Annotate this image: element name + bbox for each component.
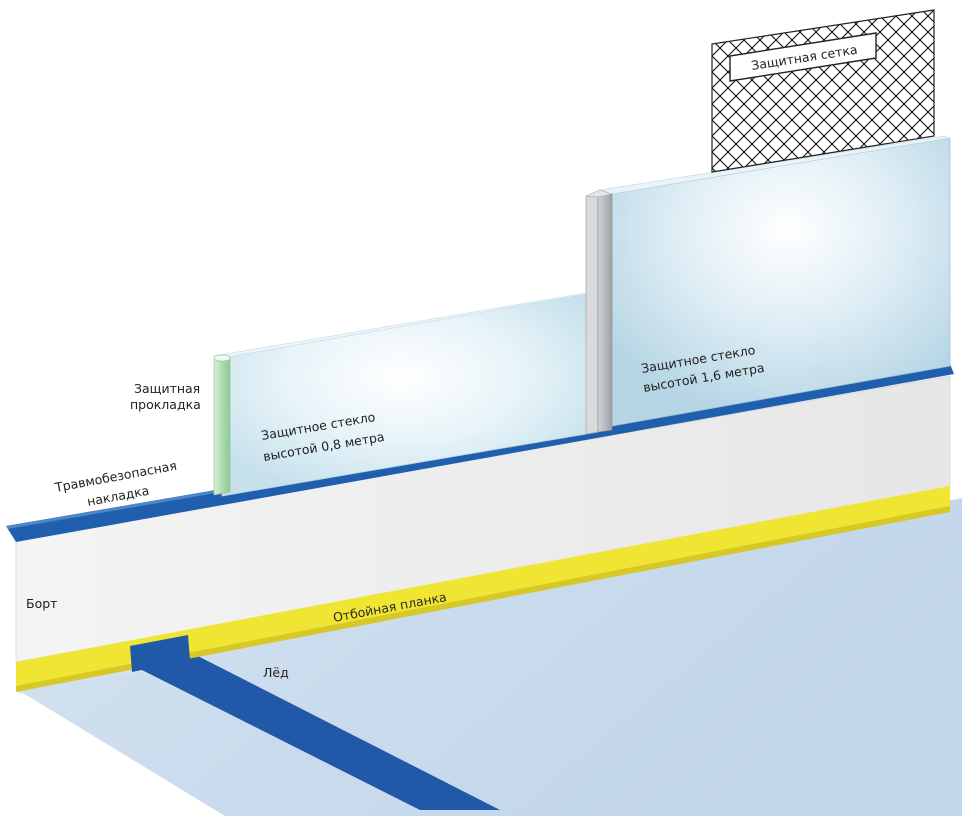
ice-label: Лёд bbox=[263, 665, 289, 680]
protective-pad bbox=[213, 354, 231, 496]
injury-safe-overlay-trim bbox=[6, 364, 954, 542]
kickplate-blue-section bbox=[130, 635, 190, 672]
kickplate-strip bbox=[16, 486, 950, 690]
board-label: Борт bbox=[26, 596, 57, 611]
ice-blue-line bbox=[130, 652, 500, 810]
glass-post bbox=[585, 189, 613, 435]
protective-net: Защитная сетка bbox=[711, 9, 935, 173]
protective-pad-label-line1: Защитная bbox=[134, 381, 200, 396]
kickplate-shadow bbox=[16, 506, 950, 692]
protective-net-label-box bbox=[729, 32, 877, 82]
protective-pad-label-line2: прокладка bbox=[130, 397, 201, 412]
